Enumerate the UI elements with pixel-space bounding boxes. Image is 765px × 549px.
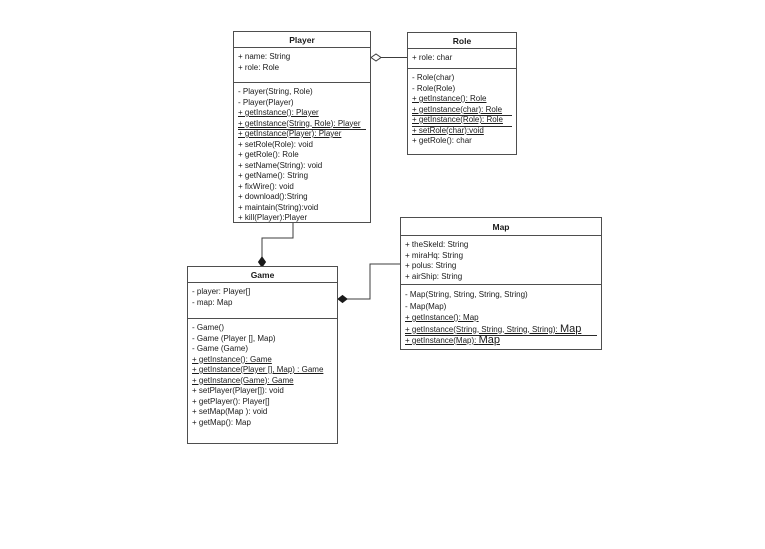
method-row: - Role(Role) <box>412 83 456 93</box>
class-attributes: + role: char <box>408 49 516 69</box>
method-row: + getInstance(): Game <box>192 354 272 364</box>
game-player-connector <box>257 223 294 268</box>
class-box-player: Player + name: String+ role: Role - Play… <box>233 31 371 223</box>
attribute-row: - map: Map <box>192 297 233 307</box>
method-row: - Game() <box>192 323 224 332</box>
method-row: + getRole(): Role <box>238 150 299 159</box>
class-methods: - Map(String, String, String, String) - M… <box>401 285 601 347</box>
method-row: + maintain(String):void <box>238 202 319 212</box>
attribute-row: + theSkeld: String <box>405 240 469 249</box>
class-title: Game <box>188 267 337 283</box>
class-attributes: + theSkeld: String+ miraHq: String+ polu… <box>401 236 601 285</box>
method-row: + getRole(): char <box>412 136 472 145</box>
class-box-game: Game - player: Player[]- map: Map - Game… <box>187 266 338 444</box>
class-methods: - Game()- Game (Player [], Map)- Game (G… <box>188 319 337 428</box>
class-methods: - Player(String, Role)- Player(Player)+ … <box>234 83 370 224</box>
method-row: + setName(String): void <box>238 160 323 170</box>
attribute-row: + name: String <box>238 52 291 61</box>
attribute-row: + role: Role <box>238 62 280 72</box>
attribute-row: + miraHq: String <box>405 250 464 260</box>
class-title: Map <box>401 218 601 236</box>
method-row: + getInstance(String, String, String, St… <box>405 323 597 336</box>
method-row: + getInstance(Game): Game <box>192 375 294 385</box>
method-row: - Game (Player [], Map) <box>192 333 276 343</box>
method-row: + getInstance(Role): Role <box>412 115 512 127</box>
method-row: + getInstance(char): Role <box>412 105 512 116</box>
attribute-row: + airShip: String <box>405 271 463 281</box>
method-row: + setRole(char):void <box>412 125 484 135</box>
method-row: + kill(Player):Player <box>238 213 308 222</box>
method-row: - Game (Game) <box>192 344 249 353</box>
aggregation-diamond-icon <box>370 53 382 62</box>
class-methods: - Role(char)- Role(Role)+ getInstance():… <box>408 69 516 147</box>
method-row: + getName(): String <box>238 171 309 180</box>
method-row: + getInstance(Map): Map <box>405 334 500 346</box>
composition-diamond-icon <box>337 294 348 304</box>
method-row: + getInstance(): Role <box>412 94 487 103</box>
method-row: + getInstance(): Map <box>405 313 479 322</box>
method-row: - Map(String, String, String, String) <box>405 290 528 299</box>
attribute-row: - player: Player[] <box>192 287 251 296</box>
method-row: - Player(String, Role) <box>238 87 313 96</box>
method-row: - Player(Player) <box>238 97 294 107</box>
method-row: + setRole(Role): void <box>238 139 313 149</box>
method-row: + fixWire(): void <box>238 181 294 191</box>
method-row: - Map(Map) <box>405 301 447 311</box>
method-row: + getMap(): Map <box>192 417 251 427</box>
player-role-connector <box>370 53 407 62</box>
class-box-role: Role + role: char - Role(char)- Role(Rol… <box>407 32 517 155</box>
game-map-connector <box>337 263 400 304</box>
attribute-row: + polus: String <box>405 261 457 270</box>
method-row: + getPlayer(): Player[] <box>192 396 270 406</box>
class-attributes: - player: Player[]- map: Map <box>188 283 337 319</box>
method-row: + getInstance(String, Role): Player <box>238 119 366 130</box>
class-title: Player <box>234 32 370 48</box>
method-row: + setMap(Map ): void <box>192 407 268 416</box>
method-row: + getInstance(Player [], Map) : Game <box>192 365 324 374</box>
class-box-map: Map + theSkeld: String+ miraHq: String+ … <box>400 217 602 350</box>
method-row: + download():String <box>238 192 308 201</box>
attribute-row: + role: char <box>412 53 453 62</box>
method-row: + setPlayer(Player[]): void <box>192 386 284 395</box>
class-title: Role <box>408 33 516 49</box>
class-attributes: + name: String+ role: Role <box>234 48 370 83</box>
method-row: - Role(char) <box>412 73 455 82</box>
method-row: + getInstance(Player): Player <box>238 129 342 138</box>
method-row: + getInstance(): Player <box>238 108 319 117</box>
